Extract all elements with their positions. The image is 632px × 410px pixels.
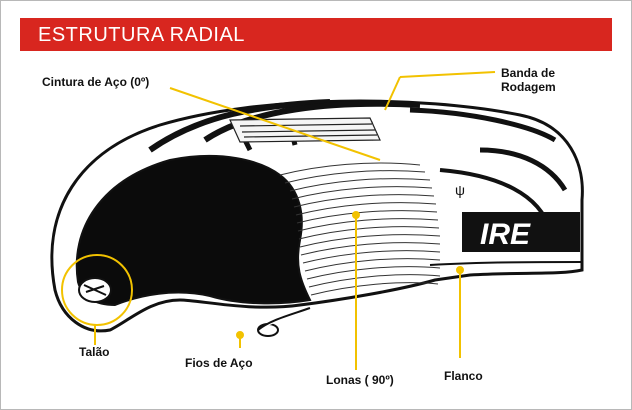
tread-groove [148,99,331,153]
steel-cord-ends [257,307,311,337]
tread-groove [409,107,557,143]
header-bar: ESTRUTURA RADIAL [20,18,612,51]
cintura-callout-line [169,87,381,161]
sidewall-line [429,261,583,266]
lonas-callout-dot [352,211,360,219]
tread-groove [479,147,568,192]
talao-callout-circle [61,254,133,326]
diagram-title: ESTRUTURA RADIAL [38,24,245,46]
label-talao: Talão [79,345,110,359]
brand-band [462,212,580,252]
label-cintura-de-aco: Cintura de Aço (0º) [42,75,150,89]
label-banda-de-rodagem-1: Banda de [501,66,556,80]
banda-callout-line [399,71,496,78]
bead-bundle [78,277,112,303]
fios-callout-dot [236,331,244,339]
ply-cords [279,162,441,296]
steel-belt [229,117,381,143]
flanco-callout-dot [456,266,464,274]
label-fios-de-aco: Fios de Aço [185,356,253,370]
tire-cavity [75,154,312,307]
label-flanco: Flanco [444,369,483,383]
callouts [61,71,496,370]
sidewall-mark: ψ [455,182,465,198]
label-banda-de-rodagem-2: Rodagem [501,80,556,94]
label-lonas: Lonas ( 90º) [326,373,394,387]
banda-callout-line-2 [384,76,401,111]
tire-brand: IRE [480,218,531,251]
